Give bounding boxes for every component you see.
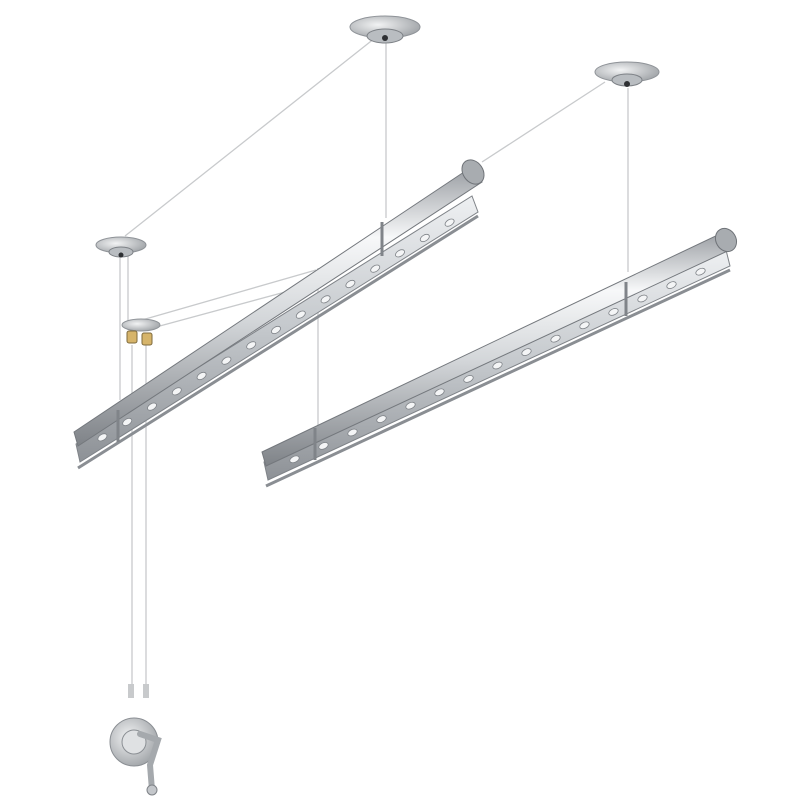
front-drying-bar [73, 159, 485, 470]
bar-hole [444, 218, 455, 227]
bar-hole [419, 233, 430, 243]
bar-hole [97, 433, 108, 442]
bar-hole [463, 375, 474, 383]
cable [144, 287, 301, 331]
bar-hole [318, 442, 329, 450]
cable [481, 81, 606, 163]
bar-hole [370, 264, 381, 273]
bar-hole [122, 417, 133, 427]
bar-hole [147, 402, 157, 411]
bar-hole [345, 279, 356, 289]
hand-crank [109, 684, 162, 796]
bar-hole [579, 321, 590, 330]
bar-hole [271, 325, 281, 335]
suspension-cables [119, 37, 629, 690]
bar-hole [550, 334, 561, 343]
bar-hole [695, 267, 706, 276]
bar-hole [376, 415, 387, 423]
pulley-block [121, 318, 161, 346]
bar-hole [196, 371, 207, 381]
bar-hole [608, 308, 619, 316]
bar-hole [246, 341, 257, 350]
ceiling-mount-left [349, 15, 421, 44]
bar-hole [221, 356, 232, 365]
bar-hole [320, 295, 331, 304]
cable [124, 37, 376, 237]
bar-hole [171, 387, 182, 396]
bar-hole [492, 361, 503, 370]
ceiling-mount-pulley [95, 236, 147, 258]
bar-hole [521, 348, 532, 356]
bar-hole [637, 294, 648, 303]
front-bar-holes [97, 218, 455, 442]
bar-hole [295, 310, 306, 319]
bar-hole [347, 428, 358, 437]
bar-hole [395, 249, 405, 258]
ceiling-mount-right [594, 61, 660, 87]
back-bar-holes [289, 267, 706, 464]
cable [141, 269, 317, 321]
bar-hole [405, 401, 416, 410]
bar-hole [434, 388, 445, 397]
bar-hole [666, 281, 677, 289]
bar-hole [289, 455, 300, 464]
